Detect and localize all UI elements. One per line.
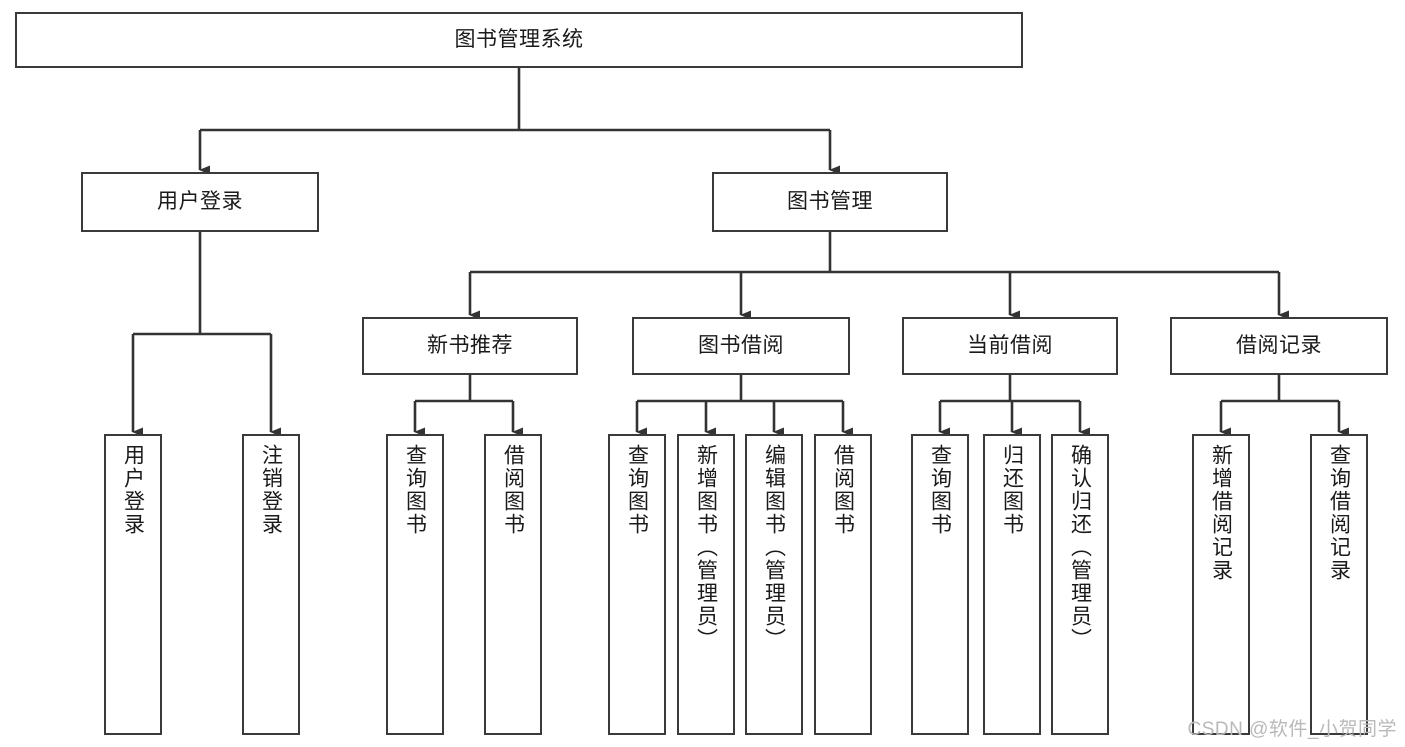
node-label: 查询图书	[403, 444, 427, 536]
node-label: 归还图书	[1000, 444, 1024, 536]
node-label: 新增图书（管理员）	[694, 444, 718, 651]
node-label: 图书管理系统	[454, 27, 584, 51]
node-leaf-7[interactable]: 编辑图书（管理员）	[745, 434, 803, 735]
node-leaf-6[interactable]: 新增图书（管理员）	[677, 434, 735, 735]
node-leaf-11[interactable]: 确认归还（管理员）	[1051, 434, 1109, 735]
node-label: 查询图书	[928, 444, 952, 536]
node-leaf-5[interactable]: 查询图书	[608, 434, 666, 735]
node-label: 借阅图书	[501, 444, 525, 536]
node-borrow[interactable]: 图书借阅	[632, 317, 850, 375]
node-leaf-1[interactable]: 用户登录	[104, 434, 162, 735]
node-label: 借阅图书	[831, 444, 855, 536]
node-label: 图书借阅	[698, 333, 784, 357]
node-records[interactable]: 借阅记录	[1170, 317, 1388, 375]
node-login[interactable]: 用户登录	[81, 172, 319, 232]
node-root[interactable]: 图书管理系统	[15, 12, 1023, 68]
node-label: 图书管理	[787, 189, 873, 213]
node-leaf-13[interactable]: 查询借阅记录	[1310, 434, 1368, 735]
node-leaf-10[interactable]: 归还图书	[983, 434, 1041, 735]
node-bookmgmt[interactable]: 图书管理	[712, 172, 948, 232]
node-leaf-12[interactable]: 新增借阅记录	[1192, 434, 1250, 735]
node-label: 编辑图书（管理员）	[762, 444, 786, 651]
node-label: 当前借阅	[967, 333, 1053, 357]
node-label: 用户登录	[157, 189, 243, 213]
node-label: 确认归还（管理员）	[1068, 444, 1092, 651]
node-label: 新书推荐	[427, 333, 513, 357]
node-current[interactable]: 当前借阅	[902, 317, 1118, 375]
node-label: 注销登录	[259, 444, 283, 536]
node-label: 用户登录	[121, 444, 145, 536]
node-leaf-4[interactable]: 借阅图书	[484, 434, 542, 735]
node-leaf-3[interactable]: 查询图书	[386, 434, 444, 735]
node-label: 新增借阅记录	[1209, 444, 1233, 582]
node-leaf-8[interactable]: 借阅图书	[814, 434, 872, 735]
node-leaf-9[interactable]: 查询图书	[911, 434, 969, 735]
node-leaf-2[interactable]: 注销登录	[242, 434, 300, 735]
node-newbook[interactable]: 新书推荐	[362, 317, 578, 375]
node-label: 借阅记录	[1236, 333, 1322, 357]
csdn-watermark: CSDN @软件_小贺同学	[1187, 719, 1397, 740]
node-label: 查询图书	[625, 444, 649, 536]
node-label: 查询借阅记录	[1327, 444, 1351, 582]
